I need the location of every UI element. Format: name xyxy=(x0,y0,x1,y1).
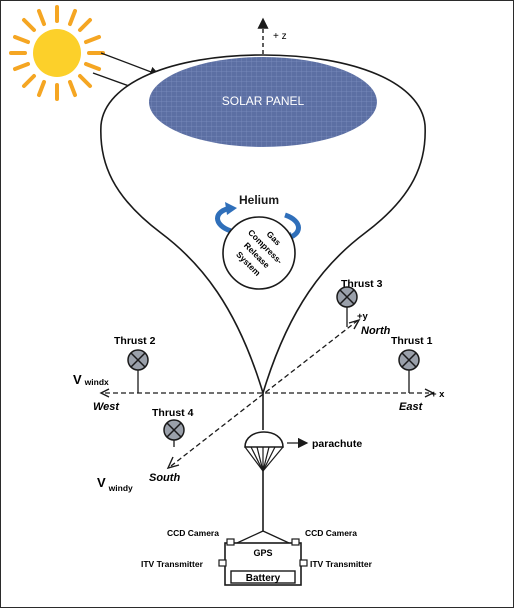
north-label: North xyxy=(361,325,391,337)
thrust-1-label: Thrust 1 xyxy=(391,335,433,347)
x-axis-arrowhead-west xyxy=(99,388,110,398)
y-axis-arrowhead xyxy=(348,318,361,330)
solar-panel-label: SOLAR PANEL xyxy=(222,94,305,108)
thrust-2-label: Thrust 2 xyxy=(114,335,156,347)
itv-left-label: ITV Transmitter xyxy=(141,559,204,569)
ccd-camera-left-mount xyxy=(226,538,235,546)
thruster-icon xyxy=(163,419,185,441)
solar-panel xyxy=(149,57,377,147)
south-label: South xyxy=(149,472,180,484)
thrust-3: Thrust 3 xyxy=(336,278,383,327)
itv-right-label: ITV Transmitter xyxy=(310,559,373,569)
thrust-3-label: Thrust 3 xyxy=(341,278,383,290)
thruster-icon xyxy=(336,286,358,308)
payload-box: GPS Battery xyxy=(218,530,308,586)
sunlight-arrow-1 xyxy=(100,52,161,77)
ccd-camera-right-mount xyxy=(291,538,300,546)
thruster-icon xyxy=(127,349,149,371)
thrust-4: Thrust 4 xyxy=(152,407,194,447)
parachute-label: parachute xyxy=(312,438,362,450)
thrust-2: Thrust 2 xyxy=(114,335,156,393)
sun-icon xyxy=(9,5,105,101)
z-axis-label: + z xyxy=(273,31,287,42)
battery-box xyxy=(230,570,296,584)
ccd-camera-right-label: CCD Camera xyxy=(305,528,357,538)
y-axis xyxy=(170,320,358,467)
thrust-4-label: Thrust 4 xyxy=(152,407,194,419)
helium-label: Helium xyxy=(239,193,279,207)
gas-system-circle xyxy=(222,216,296,290)
gps-label: GPS xyxy=(253,548,272,558)
itv-right-mount xyxy=(299,559,308,567)
battery-label: Battery xyxy=(246,573,281,584)
east-label: East xyxy=(399,401,424,413)
thrust-1: Thrust 1 xyxy=(391,335,433,393)
ccd-camera-left-label: CCD Camera xyxy=(167,528,219,538)
y-axis-arrowhead-south xyxy=(166,456,180,470)
parachute-icon xyxy=(244,431,284,472)
x-axis-label: + x xyxy=(431,389,445,400)
thruster-icon xyxy=(398,349,420,371)
west-label: West xyxy=(93,401,120,413)
x-axis-arrowhead xyxy=(424,388,435,398)
itv-left-mount xyxy=(218,559,227,567)
y-axis-label: +y xyxy=(357,311,369,322)
